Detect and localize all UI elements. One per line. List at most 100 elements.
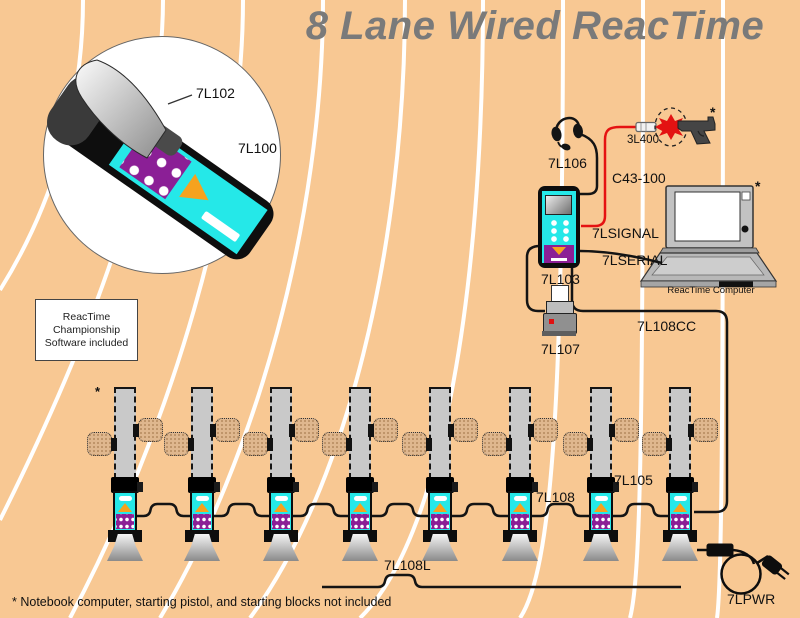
block-unit-7L105 (428, 491, 452, 534)
controller-lower-panel (544, 245, 574, 263)
starting-block: * (85, 384, 165, 564)
pistol-asterisk: * (710, 104, 716, 120)
label-7L105: 7L105 (614, 472, 653, 488)
unit-speaker-panel (671, 514, 689, 529)
label-7LSERIAL: 7LSERIAL (602, 252, 668, 268)
block-unit-7L105 (589, 491, 613, 534)
starting-block (480, 384, 560, 564)
footpad-clamp (587, 438, 593, 451)
unit-speaker-panel (592, 514, 610, 529)
starting-block (400, 384, 480, 564)
block-connector-tab (692, 482, 698, 492)
unit-arrow-icon (118, 503, 132, 512)
sound-arrow-icon (655, 121, 665, 133)
unit-slot (513, 496, 527, 501)
pistol-mic-connector (635, 121, 657, 133)
block-connector-tab (214, 482, 220, 492)
unit-arrow-icon (673, 503, 687, 512)
block-unit-7L105 (190, 491, 214, 534)
unit-speaker-panel (511, 514, 529, 529)
controller-faceplate (542, 191, 576, 263)
block-footpad-right (138, 418, 163, 442)
label-7LSIGNAL: 7LSIGNAL (592, 225, 659, 241)
footpad-clamp (609, 424, 615, 437)
reactime-unit-closeup (38, 66, 280, 266)
unit-arrow-icon (274, 503, 288, 512)
block-unit-7L105 (269, 491, 293, 534)
printer-base (542, 331, 576, 336)
label-7L102: 7L102 (196, 85, 235, 101)
unit-slot (594, 496, 608, 501)
unit-arrow-icon (179, 173, 217, 212)
controller-screen (545, 195, 572, 215)
block-connector-tab (452, 482, 458, 492)
unit-arrow-icon (513, 503, 527, 512)
footpad-clamp (111, 438, 117, 451)
footpad-clamp (426, 438, 432, 451)
block-footpad-left (322, 432, 347, 456)
label-7L100: 7L100 (238, 140, 277, 156)
controller-speaker-dots (547, 218, 571, 243)
controller-7L103 (538, 186, 580, 268)
block-footpad-left (87, 432, 112, 456)
unit-slot (673, 496, 687, 501)
block-footpad-left (402, 432, 427, 456)
block-footpad-right (294, 418, 319, 442)
unit-speaker-panel (272, 514, 290, 529)
block-footpad-right (614, 418, 639, 442)
laptop-icon (639, 185, 778, 288)
controller-arrow-icon (552, 247, 566, 255)
software-note-line: ReacTime (62, 310, 111, 323)
footpad-clamp (267, 438, 273, 451)
software-note-box: ReacTime Championship Software included (35, 299, 138, 361)
block-unit-7L105 (508, 491, 532, 534)
page-title: 8 Lane Wired ReacTime (305, 4, 765, 48)
starting-block (241, 384, 321, 564)
label-3L400: 3L400 (627, 134, 659, 146)
block-footpad-right (453, 418, 478, 442)
block-footpad-left (164, 432, 189, 456)
software-note-line: Software included (44, 336, 129, 349)
printer-led (549, 319, 554, 324)
block-connector-tab (137, 482, 143, 492)
unit-slot (353, 496, 367, 501)
footpad-clamp (666, 438, 672, 451)
unit-slot (433, 496, 447, 501)
label-7L108CC: 7L108CC (637, 318, 697, 334)
label-7L106: 7L106 (548, 155, 587, 171)
footpad-clamp (289, 424, 295, 437)
starting-pistol-icon (677, 116, 716, 145)
software-note-line: Championship (52, 323, 121, 336)
footpad-clamp (133, 424, 139, 437)
unit-speaker-panel (193, 514, 211, 529)
unit-arrow-icon (353, 503, 367, 512)
block-unit-7L105 (113, 491, 137, 534)
unit-speaker-panel (351, 514, 369, 529)
unit-arrow-icon (195, 503, 209, 512)
block-footpad-left (563, 432, 588, 456)
footnote: * Notebook computer, starting pistol, an… (12, 595, 392, 609)
unit-slot (195, 496, 209, 501)
footpad-clamp (210, 424, 216, 437)
muzzle-flash-icon (658, 114, 684, 140)
footpad-clamp (506, 438, 512, 451)
footpad-clamp (346, 438, 352, 451)
unit-arrow-icon (433, 503, 447, 512)
unit-speaker-panel (116, 514, 134, 529)
unit-arrow-icon (594, 503, 608, 512)
footpad-clamp (688, 424, 694, 437)
block-unit-7L105 (348, 491, 372, 534)
label-reactime-computer: ReacTime Computer (667, 285, 755, 296)
footpad-clamp (528, 424, 534, 437)
block-footpad-right (693, 418, 718, 442)
starting-block (320, 384, 400, 564)
block-footpad-right (373, 418, 398, 442)
footpad-clamp (188, 438, 194, 451)
controller-slot (551, 257, 567, 261)
headset-icon (551, 116, 583, 151)
starting-block (162, 384, 242, 564)
block-footpad-left (243, 432, 268, 456)
not-included-asterisk: * (95, 384, 101, 399)
footpad-clamp (368, 424, 374, 437)
